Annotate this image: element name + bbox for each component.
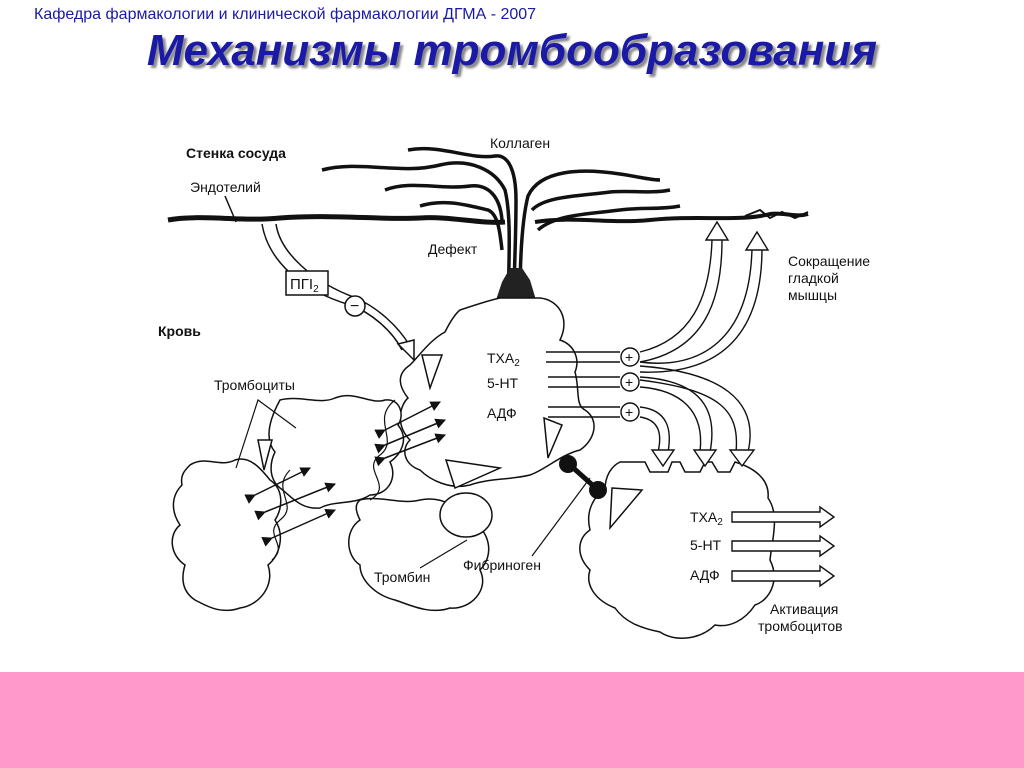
vessel-wall-right-jagged bbox=[744, 208, 809, 220]
mediator-streams bbox=[546, 239, 763, 453]
platelet-lower-left bbox=[171, 458, 282, 612]
granule-1 bbox=[421, 354, 444, 391]
blood-label: Кровь bbox=[158, 323, 201, 339]
granule-2 bbox=[543, 416, 563, 459]
pgi2-box bbox=[285, 270, 329, 296]
plus-sign-1: + bbox=[625, 349, 633, 365]
granule-3 bbox=[444, 459, 503, 490]
plus-sign-2: + bbox=[625, 374, 633, 390]
platelets-label: Тромбоциты bbox=[214, 377, 295, 393]
activation-line-1: Активация bbox=[770, 601, 838, 617]
right-mediator-5ht: 5-НТ bbox=[690, 537, 722, 553]
contraction-line-3: мышцы bbox=[788, 287, 837, 303]
right-mediator-txa2: ТХА2 bbox=[690, 509, 723, 528]
thrombin-ellipse bbox=[439, 492, 493, 538]
plus-circles bbox=[620, 347, 640, 422]
thrombosis-diagram: ПГI2 − bbox=[158, 135, 870, 639]
defect-plug bbox=[496, 268, 536, 300]
center-mediator-txa2: ТХА2 bbox=[487, 350, 520, 369]
pgi2-label: ПГI2 bbox=[290, 276, 319, 295]
collagen-fibres bbox=[321, 146, 681, 301]
activation-line-2: тромбоцитов bbox=[758, 618, 843, 634]
department-header: Кафедра фармакологии и клинической фарма… bbox=[34, 6, 537, 23]
defect-label: Дефект bbox=[428, 241, 478, 257]
footer-band bbox=[0, 672, 1024, 768]
activation-arrows-left bbox=[244, 401, 446, 547]
fibrinogen-ball-1 bbox=[559, 455, 577, 473]
endothelium-pointer bbox=[224, 195, 237, 223]
platelet-zigzag-2 bbox=[271, 469, 291, 561]
fibrinogen-label: Фибриноген bbox=[463, 557, 541, 573]
center-mediator-adp: АДФ bbox=[487, 405, 517, 421]
vessel-wall-left bbox=[167, 214, 506, 225]
right-mediator-adp: АДФ bbox=[690, 567, 720, 583]
vessel-wall-label: Стенка сосуда bbox=[186, 145, 286, 161]
label-pointers bbox=[235, 399, 591, 569]
stream-arrowheads bbox=[650, 220, 770, 468]
pgi2-arrowhead bbox=[396, 339, 415, 362]
thrombin-label: Тромбин bbox=[374, 569, 430, 585]
granule-right bbox=[609, 487, 644, 531]
activation-out-arrows bbox=[731, 505, 836, 588]
contraction-line-2: гладкой bbox=[788, 270, 839, 286]
platelet-zigzag bbox=[369, 399, 396, 501]
center-mediator-5ht: 5-НТ bbox=[487, 375, 519, 391]
inhibition-circle bbox=[344, 295, 366, 317]
plus-sign-3: + bbox=[625, 404, 633, 420]
collagen-label: Коллаген bbox=[490, 135, 550, 151]
endothelium-label: Эндотелий bbox=[190, 179, 261, 195]
slide-title: Механизмы тромбообразования bbox=[146, 26, 878, 75]
granule-left bbox=[257, 439, 273, 471]
contraction-line-1: Сокращение bbox=[788, 253, 870, 269]
inhibition-sign: − bbox=[350, 298, 359, 315]
fibrinogen-ball-2 bbox=[589, 481, 607, 499]
pgi2-stream bbox=[261, 223, 403, 351]
